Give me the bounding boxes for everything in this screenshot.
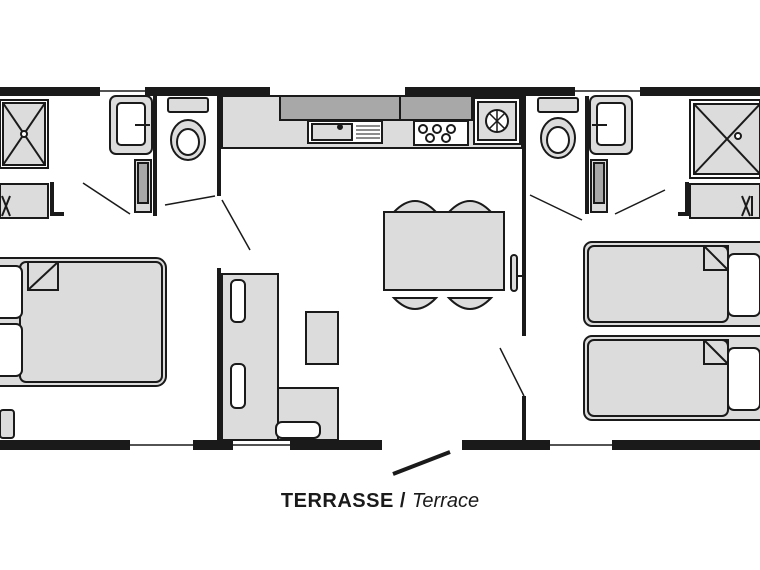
left-bathroom-wall <box>153 96 157 216</box>
left-shower <box>0 99 49 169</box>
wall-lamp <box>510 254 522 292</box>
right-shower-wall <box>678 212 689 216</box>
top-wall-segment <box>405 87 575 96</box>
left-shower-shelf <box>0 183 49 219</box>
right-shower <box>689 99 760 179</box>
door-swings <box>82 182 666 397</box>
right-toilet <box>537 97 579 159</box>
kitchen-sink <box>307 120 383 144</box>
left-wc-wall <box>217 96 221 196</box>
caption-label-fr: TERRASSE <box>280 490 394 512</box>
interior-walls <box>50 96 689 450</box>
bottom-wall-segment <box>193 440 233 450</box>
entrance-door <box>392 450 451 476</box>
bottom-wall-segment <box>290 440 382 450</box>
right-vanity-inner <box>593 162 605 204</box>
right-bedroom-wall <box>522 96 526 336</box>
fridge <box>473 97 521 145</box>
right-washbasin <box>589 95 633 155</box>
right-single-bed-bottom <box>583 335 760 421</box>
sofa <box>221 273 339 441</box>
stove <box>413 120 469 146</box>
windows <box>100 90 640 446</box>
right-bedroom-wall-lower <box>522 396 526 450</box>
bottom-wall-segment <box>0 440 130 450</box>
left-nightstand <box>0 409 15 439</box>
bottom-wall-segment <box>462 440 550 450</box>
right-single-bed-top <box>583 241 760 327</box>
coffee-table <box>305 311 339 365</box>
left-vanity-inner <box>137 162 149 204</box>
dining-chairs <box>391 200 494 310</box>
top-wall-segment <box>145 87 270 96</box>
left-washbasin <box>109 95 153 155</box>
caption-separator: / <box>393 490 412 512</box>
left-bedroom-wall <box>217 268 221 450</box>
right-shower-wall <box>685 182 689 216</box>
bottom-wall-segment <box>612 440 760 450</box>
outer-walls <box>0 87 760 450</box>
top-wall-segment <box>0 87 100 96</box>
left-shower-wall <box>50 212 64 216</box>
dining-table <box>383 211 505 291</box>
right-wc-wall <box>585 96 589 214</box>
top-wall-segment <box>640 87 760 96</box>
left-double-bed <box>0 257 167 387</box>
terrace-caption: TERRASSE / Terrace <box>0 490 760 513</box>
left-shower-wall <box>50 182 54 216</box>
left-toilet <box>167 97 209 161</box>
right-shower-shelf <box>689 183 760 219</box>
caption-label-en: Terrace <box>412 490 480 512</box>
